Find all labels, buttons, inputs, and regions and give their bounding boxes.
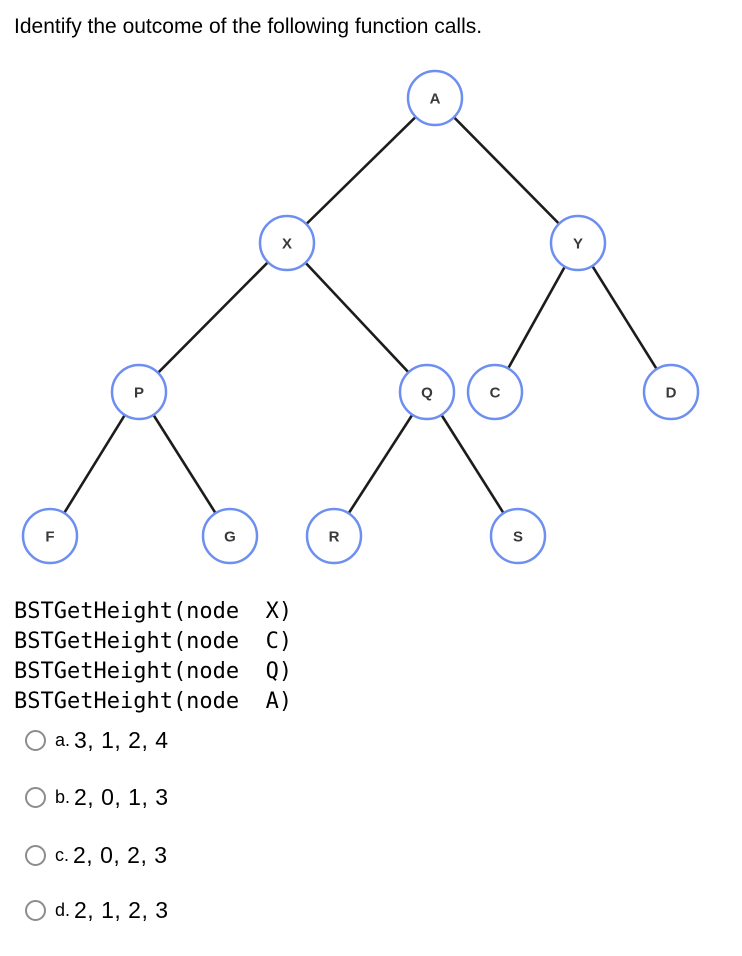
tree-node-S [489,507,547,565]
tree-node-Q [398,363,456,421]
tree-node-label-G: G [224,528,236,545]
radio-button-a[interactable] [25,729,46,751]
tree-node-D [642,363,700,421]
question-title: Identify the outcome of the following fu… [14,15,483,38]
tree-node-label-D: D [666,384,677,401]
tree-node-label-Y: Y [573,235,583,252]
tree-node-label-R: R [329,528,340,545]
radio-button-b[interactable] [25,786,46,808]
option-value-d: 2, 1, 2, 3 [74,896,169,923]
option-value-a: 3, 1, 2, 4 [74,726,169,753]
tree-edge-A-X [286,97,436,244]
option-letter-d: d. [55,899,71,920]
tree-edge-X-Q [286,242,428,393]
tree-node-label-P: P [134,384,144,401]
answer-option-a[interactable]: a. 3, 1, 2, 4 [25,727,169,753]
tree-node-G [201,507,259,565]
option-value-c: 2, 0, 2, 3 [73,841,168,868]
tree-node-label-C: C [490,384,501,401]
tree-node-A [406,69,464,127]
answer-option-c[interactable]: c. 2, 0, 2, 3 [25,842,168,868]
function-call-list: BSTGetHeight(node X) BSTGetHeight(node C… [14,597,292,717]
function-call-3: BSTGetHeight(node Q) [14,659,293,684]
tree-edge-X-P [138,242,288,393]
tree-node-P [110,363,168,421]
tree-node-X [258,214,316,272]
function-call-2: BSTGetHeight(node C) [14,629,293,654]
tree-edge-A-Y [434,97,579,244]
tree-edge-Y-C [493,242,580,393]
tree-edge-Q-R [332,391,429,537]
tree-node-label-A: A [430,90,441,107]
radio-button-c[interactable] [25,844,46,866]
option-letter-b: b. [55,786,71,807]
function-call-4: BSTGetHeight(node A) [14,689,293,714]
tree-node-label-S: S [513,528,523,545]
option-value-b: 2, 0, 1, 3 [74,783,169,810]
tree-node-Y [549,214,607,272]
tree-edge-Y-D [576,242,673,393]
option-letter-c: c. [55,844,70,865]
option-letter-a: a. [55,729,71,750]
tree-node-C [466,363,524,421]
answer-option-d[interactable]: d. 2, 1, 2, 3 [25,897,169,923]
bst-tree-diagram: A X Y P Q C D F G R S [21,69,700,565]
tree-node-label-F: F [45,528,54,545]
tree-edge-P-G [137,391,232,537]
tree-node-R [305,507,363,565]
answer-option-b[interactable]: b. 2, 0, 1, 3 [25,784,169,810]
function-call-1: BSTGetHeight(node X) [14,599,293,624]
tree-node-label-X: X [282,235,292,252]
tree-edge-Q-S [425,391,520,537]
tree-node-label-Q: Q [421,384,433,401]
radio-button-d[interactable] [25,899,46,921]
tree-node-F [21,507,79,565]
